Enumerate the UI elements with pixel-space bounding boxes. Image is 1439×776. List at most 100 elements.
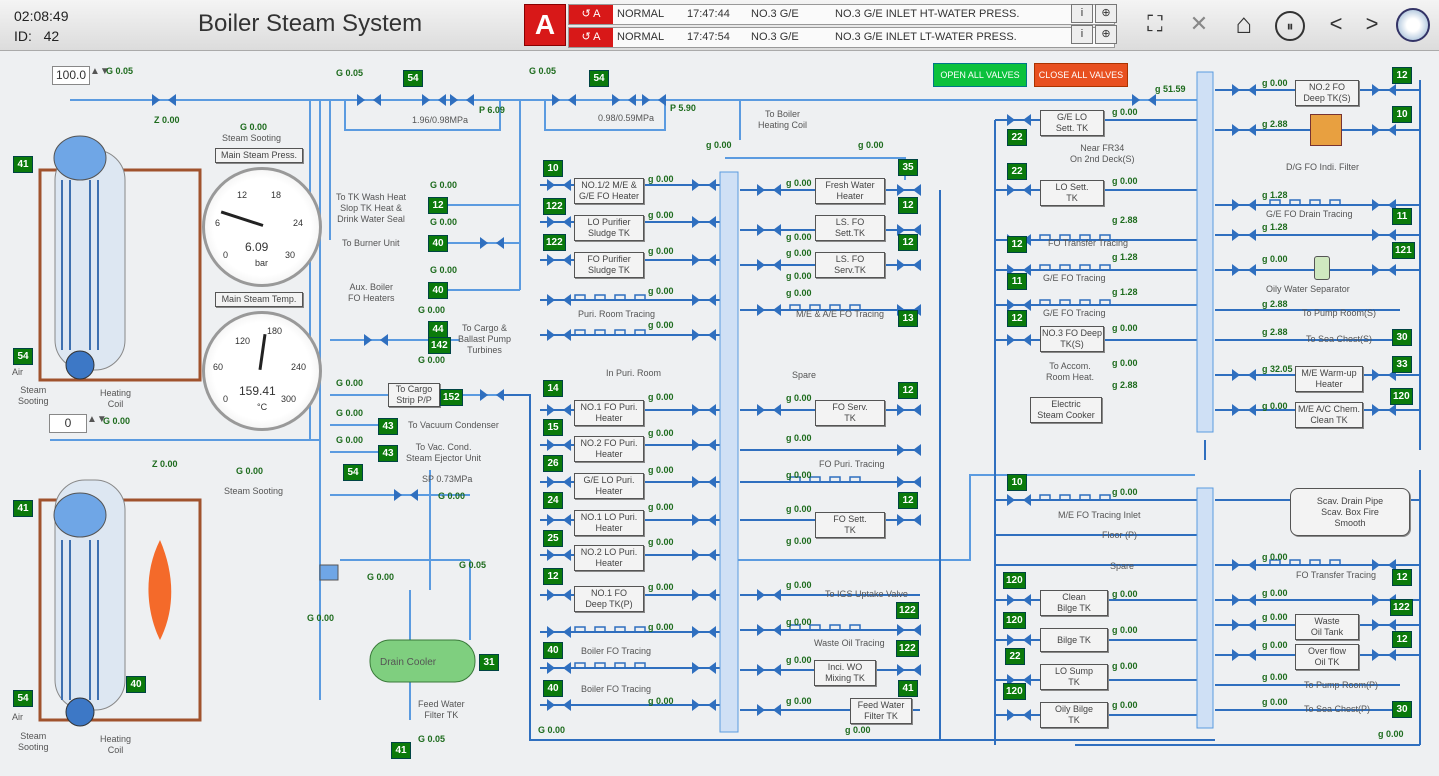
alarm-acknowledge-button[interactable]: A [524, 4, 566, 46]
valve-icon[interactable] [1007, 594, 1031, 606]
valve-icon[interactable] [1372, 199, 1396, 211]
valve-icon[interactable] [394, 489, 418, 501]
valve-icon[interactable] [757, 224, 781, 236]
valve-icon[interactable] [1372, 124, 1396, 136]
valve-icon[interactable] [547, 549, 571, 561]
valve-icon[interactable] [1232, 124, 1256, 136]
valve-icon[interactable] [547, 626, 571, 638]
valve-icon[interactable] [642, 94, 666, 106]
no2-fo-deep-box[interactable]: NO.2 FO Deep TK(S) [1295, 80, 1359, 106]
valve-icon[interactable] [692, 699, 716, 711]
valve-icon[interactable] [1372, 369, 1396, 381]
valve-icon[interactable] [757, 589, 781, 601]
valve-icon[interactable] [692, 294, 716, 306]
close-all-valves-button[interactable]: CLOSE ALL VALVES [1034, 63, 1128, 87]
valve-icon[interactable] [547, 329, 571, 341]
valve-icon[interactable] [547, 476, 571, 488]
valve-icon[interactable] [547, 179, 571, 191]
valve-icon[interactable] [1007, 114, 1031, 126]
home-icon[interactable]: ⌂ [1235, 8, 1253, 39]
valve-icon[interactable] [1372, 84, 1396, 96]
clean-bilge-tk-box[interactable]: Clean Bilge TK [1040, 590, 1108, 616]
alarm-info-button[interactable]: i [1071, 4, 1093, 23]
fo-sett-tk-box[interactable]: FO Sett. TK [815, 512, 885, 538]
ls-fo-sett-box[interactable]: LS. FO Sett.TK [815, 215, 885, 241]
valve-icon[interactable] [692, 662, 716, 674]
valve-icon[interactable] [480, 237, 504, 249]
feed-water-filter-box[interactable]: Feed Water Filter TK [850, 698, 912, 724]
valve-icon[interactable] [612, 94, 636, 106]
lo-purifier-sludge-box[interactable]: LO Purifier Sludge TK [574, 215, 644, 241]
valve-icon[interactable] [692, 254, 716, 266]
me-ac-chem-clean-box[interactable]: M/E A/C Chem. Clean TK [1295, 402, 1363, 428]
setpoint-stepper-icon[interactable]: ▲▼ [90, 66, 110, 77]
valve-icon[interactable] [1232, 264, 1256, 276]
valve-icon[interactable] [1232, 559, 1256, 571]
alarm-info-button[interactable]: i [1071, 25, 1093, 44]
pause-icon[interactable]: ⏸ [1275, 11, 1305, 41]
valve-icon[interactable] [692, 476, 716, 488]
valve-icon[interactable] [897, 514, 921, 526]
valve-icon[interactable] [1007, 184, 1031, 196]
valve-icon[interactable] [1372, 559, 1396, 571]
valve-icon[interactable] [692, 216, 716, 228]
valve-icon[interactable] [1372, 229, 1396, 241]
valve-icon[interactable] [692, 589, 716, 601]
valve-icon[interactable] [1232, 199, 1256, 211]
valve-icon[interactable] [692, 514, 716, 526]
valve-icon[interactable] [1007, 299, 1031, 311]
valve-icon[interactable] [1232, 404, 1256, 416]
valve-icon[interactable] [1232, 84, 1256, 96]
valve-icon[interactable] [1232, 229, 1256, 241]
bilge-tk-box[interactable]: Bilge TK [1040, 628, 1108, 652]
valve-icon[interactable] [422, 94, 446, 106]
valve-icon[interactable] [547, 294, 571, 306]
valve-icon[interactable] [897, 224, 921, 236]
valve-icon[interactable] [480, 389, 504, 401]
valve-icon[interactable] [692, 549, 716, 561]
valve-icon[interactable] [757, 259, 781, 271]
valve-icon[interactable] [897, 259, 921, 271]
valve-icon[interactable] [547, 404, 571, 416]
lo-sett-tk-box[interactable]: LO Sett. TK [1040, 180, 1104, 206]
inci-wo-mixing-box[interactable]: Inci. WO Mixing TK [814, 660, 876, 686]
valve-icon[interactable] [757, 624, 781, 636]
valve-icon[interactable] [1007, 634, 1031, 646]
mute-icon[interactable]: ✕ [1189, 11, 1209, 36]
ge-lo-sett-box[interactable]: G/E LO Sett. TK [1040, 110, 1104, 136]
valve-icon[interactable] [1232, 594, 1256, 606]
valve-icon[interactable] [364, 334, 388, 346]
valve-icon[interactable] [692, 329, 716, 341]
overflow-oil-tk-box[interactable]: Over flow Oil TK [1295, 644, 1359, 670]
fresh-water-heater-box[interactable]: Fresh Water Heater [815, 178, 885, 204]
valve-icon[interactable] [897, 444, 921, 456]
valve-icon[interactable] [1372, 264, 1396, 276]
valve-icon[interactable] [1007, 334, 1031, 346]
lo-puri-heater-box[interactable]: NO.2 LO Puri. Heater [574, 545, 644, 571]
valve-icon[interactable] [897, 664, 921, 676]
ls-fo-serv-box[interactable]: LS. FO Serv.TK [815, 252, 885, 278]
valve-icon[interactable] [1232, 649, 1256, 661]
lo-puri-heater-box[interactable]: NO.1 LO Puri. Heater [574, 510, 644, 536]
fo-puri-heater-box[interactable]: NO.1 FO Puri. Heater [574, 400, 644, 426]
setpoint2-stepper-icon[interactable]: ▲▼ [87, 414, 107, 425]
valve-icon[interactable] [547, 254, 571, 266]
fo-heater-box[interactable]: NO.1/2 M/E & G/E FO Heater [574, 178, 644, 204]
valve-icon[interactable] [547, 439, 571, 451]
valve-icon[interactable] [152, 94, 176, 106]
valve-icon[interactable] [757, 184, 781, 196]
valve-icon[interactable] [897, 476, 921, 488]
valve-icon[interactable] [1007, 709, 1031, 721]
valve-icon[interactable] [1372, 594, 1396, 606]
me-warmup-heater-box[interactable]: M/E Warm-up Heater [1295, 366, 1363, 392]
fullscreen-icon[interactable]: ⛶ [1147, 11, 1163, 36]
valve-icon[interactable] [1372, 404, 1396, 416]
alarm-expand-icon[interactable]: ⊕ [1095, 4, 1117, 23]
setpoint2-input[interactable]: 0 [49, 414, 87, 433]
valve-icon[interactable] [1232, 619, 1256, 631]
valve-icon[interactable] [547, 662, 571, 674]
valve-icon[interactable] [547, 216, 571, 228]
